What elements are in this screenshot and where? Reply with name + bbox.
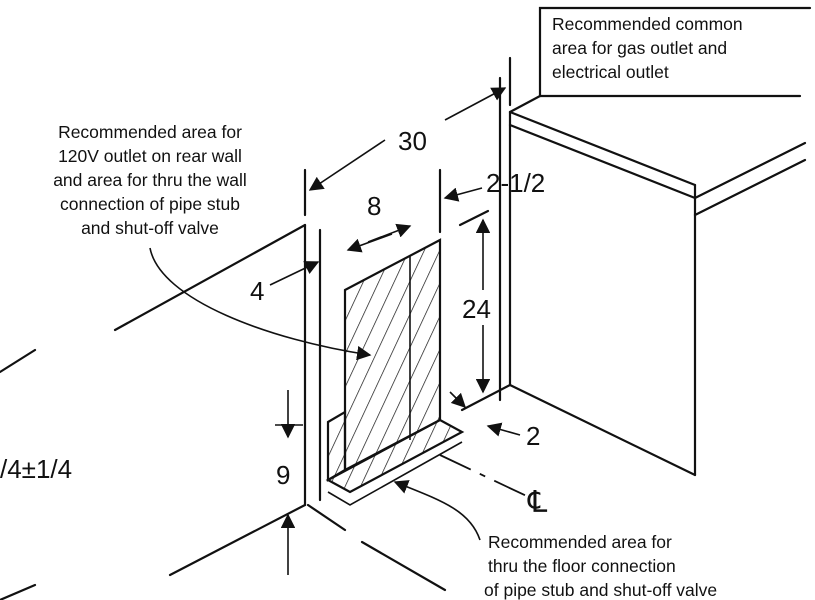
common-area-note-line-1: Recommended common	[552, 14, 743, 34]
floor-note-line-3: of pipe stub and shut-off valve	[484, 580, 717, 600]
dimension-2-1-2: 2-1/2	[443, 168, 545, 202]
centerline-label: ℄	[527, 486, 548, 519]
common-area-note: Recommended common area for gas outlet a…	[538, 6, 812, 98]
dimension-4-label: 4	[250, 276, 264, 306]
wall-floor-lines	[0, 56, 512, 600]
rear-wall-note: Recommended area for 120V outlet on rear…	[53, 122, 372, 361]
dimension-30-label: 30	[398, 126, 427, 156]
dimension-9: 9	[275, 390, 303, 575]
rear-wall-note-line-5: and shut-off valve	[81, 218, 219, 238]
dimension-8: 8	[346, 191, 412, 253]
dimension-8-label: 8	[367, 191, 381, 221]
dimension-24-label: 24	[462, 294, 491, 324]
rear-wall-note-line-1: Recommended area for	[58, 122, 242, 142]
dimension-2-label: 2	[526, 421, 540, 451]
hatched-area	[325, 238, 465, 506]
floor-note-line-2: thru the floor connection	[488, 556, 676, 576]
floor-note-line-1: Recommended area for	[488, 532, 672, 552]
dimension-30: 30	[308, 87, 507, 191]
centerline	[439, 454, 536, 501]
dimension-9-label: 9	[276, 460, 290, 490]
dimension-2-1-2-label: 2-1/2	[486, 168, 545, 198]
common-area-note-line-3: electrical outlet	[552, 62, 669, 82]
floor-note: Recommended area for thru the floor conn…	[393, 480, 717, 600]
dimension-2: 2	[449, 391, 540, 451]
dimension-4: 4	[250, 261, 320, 306]
partial-dimension-label: /4±1/4	[0, 454, 72, 484]
rear-wall-note-line-3: and area for thru the wall	[53, 170, 247, 190]
common-area-note-line-2: area for gas outlet and	[552, 38, 727, 58]
rear-wall-note-line-4: connection of pipe stub	[60, 194, 240, 214]
appliance-body	[460, 94, 807, 477]
dimension-24: 24	[462, 218, 491, 394]
rear-wall-note-line-2: 120V outlet on rear wall	[58, 146, 242, 166]
